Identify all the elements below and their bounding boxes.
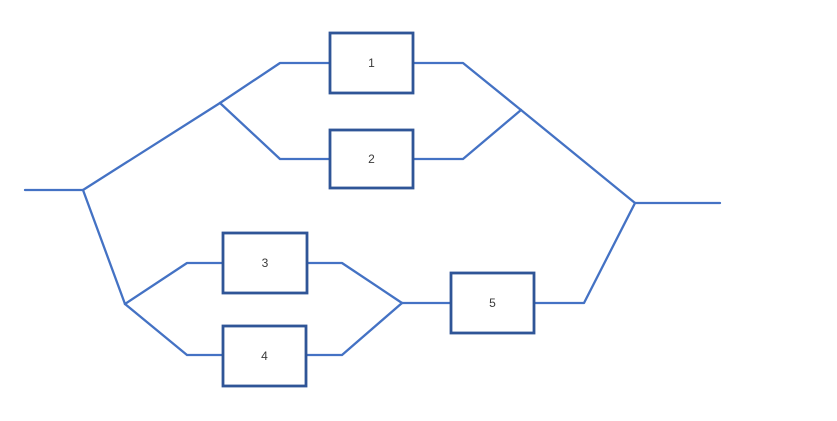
- node-rect-3: [221, 231, 309, 295]
- node-label-5: 5: [489, 296, 496, 310]
- edge-lower-branch-to-box4: [123, 302, 225, 357]
- node-block-5: 5: [449, 271, 536, 335]
- node-label-4: 4: [261, 349, 268, 363]
- edge-split-to-upper-branch: [81, 101, 222, 192]
- edges-layer: [23, 61, 722, 357]
- node-rect-4: [221, 324, 308, 388]
- node-rect-1: [328, 31, 415, 95]
- edge-box2-output: [411, 108, 523, 161]
- edge-upper-join-to-output: [519, 108, 637, 205]
- edge-upper-branch-to-box1: [218, 61, 332, 105]
- node-rect-5: [449, 271, 536, 335]
- edge-split-to-lower-branch: [81, 188, 127, 306]
- nodes-layer: 1 2 3 4 5: [221, 31, 536, 388]
- node-label-2: 2: [368, 152, 375, 166]
- edge-box1-output: [411, 61, 523, 112]
- edge-upper-branch-to-box2: [218, 101, 332, 161]
- node-label-3: 3: [262, 256, 269, 270]
- node-label-1: 1: [368, 56, 375, 70]
- node-block-2: 2: [328, 128, 415, 190]
- node-block-1: 1: [328, 31, 415, 95]
- node-block-3: 3: [221, 231, 309, 295]
- edge-box4-output: [304, 301, 404, 357]
- edge-box3-output: [305, 261, 404, 305]
- node-block-4: 4: [221, 324, 308, 388]
- node-rect-2: [328, 128, 415, 190]
- edge-box5-output: [532, 201, 637, 305]
- edge-lower-branch-to-box3: [123, 261, 225, 306]
